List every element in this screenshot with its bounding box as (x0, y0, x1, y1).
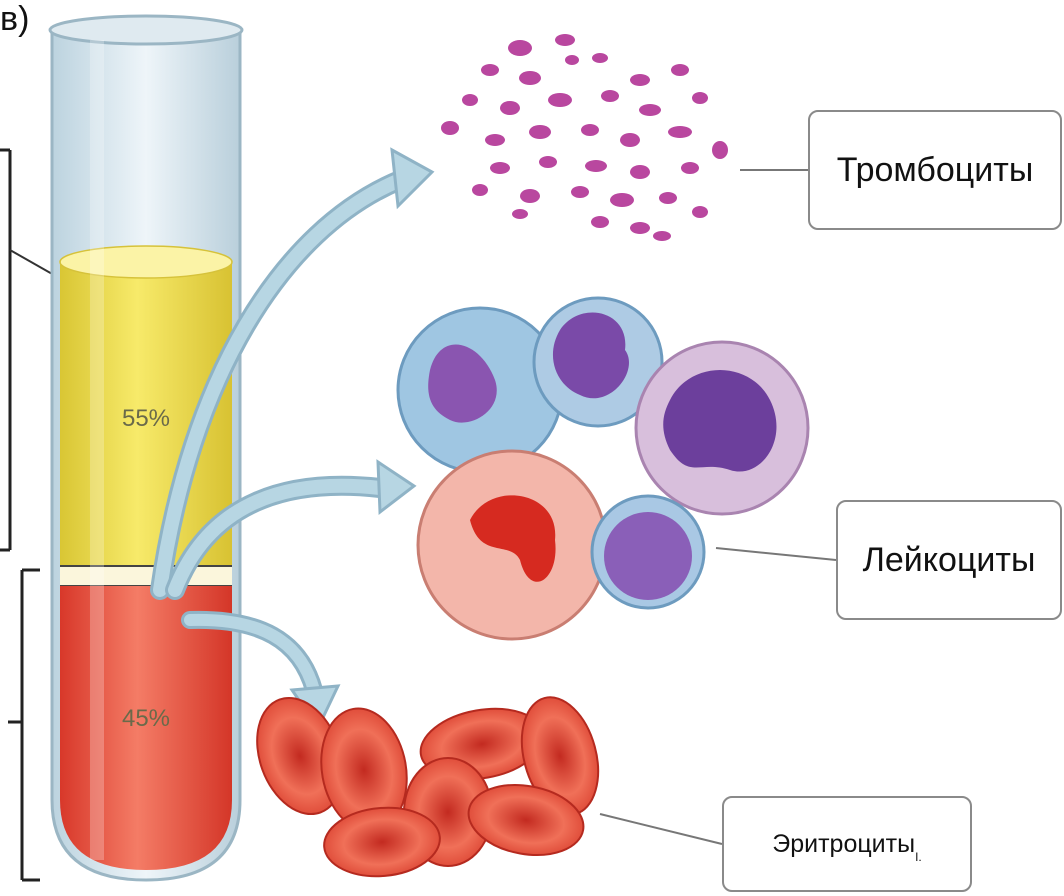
cells-bracket (8, 570, 40, 880)
buffy-coat-layer (60, 566, 232, 586)
lymphocyte (592, 496, 704, 608)
leukocytes-cluster (398, 298, 808, 639)
plasma-percent-label: 55% (122, 405, 170, 432)
leukocytes-leader-line (716, 548, 836, 560)
platelets-label: Тромбоциты (837, 151, 1034, 190)
neutrophil (636, 342, 808, 514)
platelets-cluster (441, 34, 728, 241)
eosinophil (418, 451, 606, 639)
leukocytes-label: Лейкоциты (863, 541, 1036, 580)
erythrocytes-leader-line (600, 814, 722, 844)
test-tube: 55% 45% (50, 16, 242, 880)
erythrocytes-label-suffix: I. (915, 850, 922, 864)
platelets-label-box: Тромбоциты (808, 110, 1062, 230)
erythrocytes-cluster (242, 686, 610, 881)
leukocytes-label-box: Лейкоциты (836, 500, 1062, 620)
monocyte (398, 308, 562, 472)
erythrocytes-label: Эритроциты (772, 830, 915, 859)
cells-percent-label: 45% (122, 705, 170, 732)
